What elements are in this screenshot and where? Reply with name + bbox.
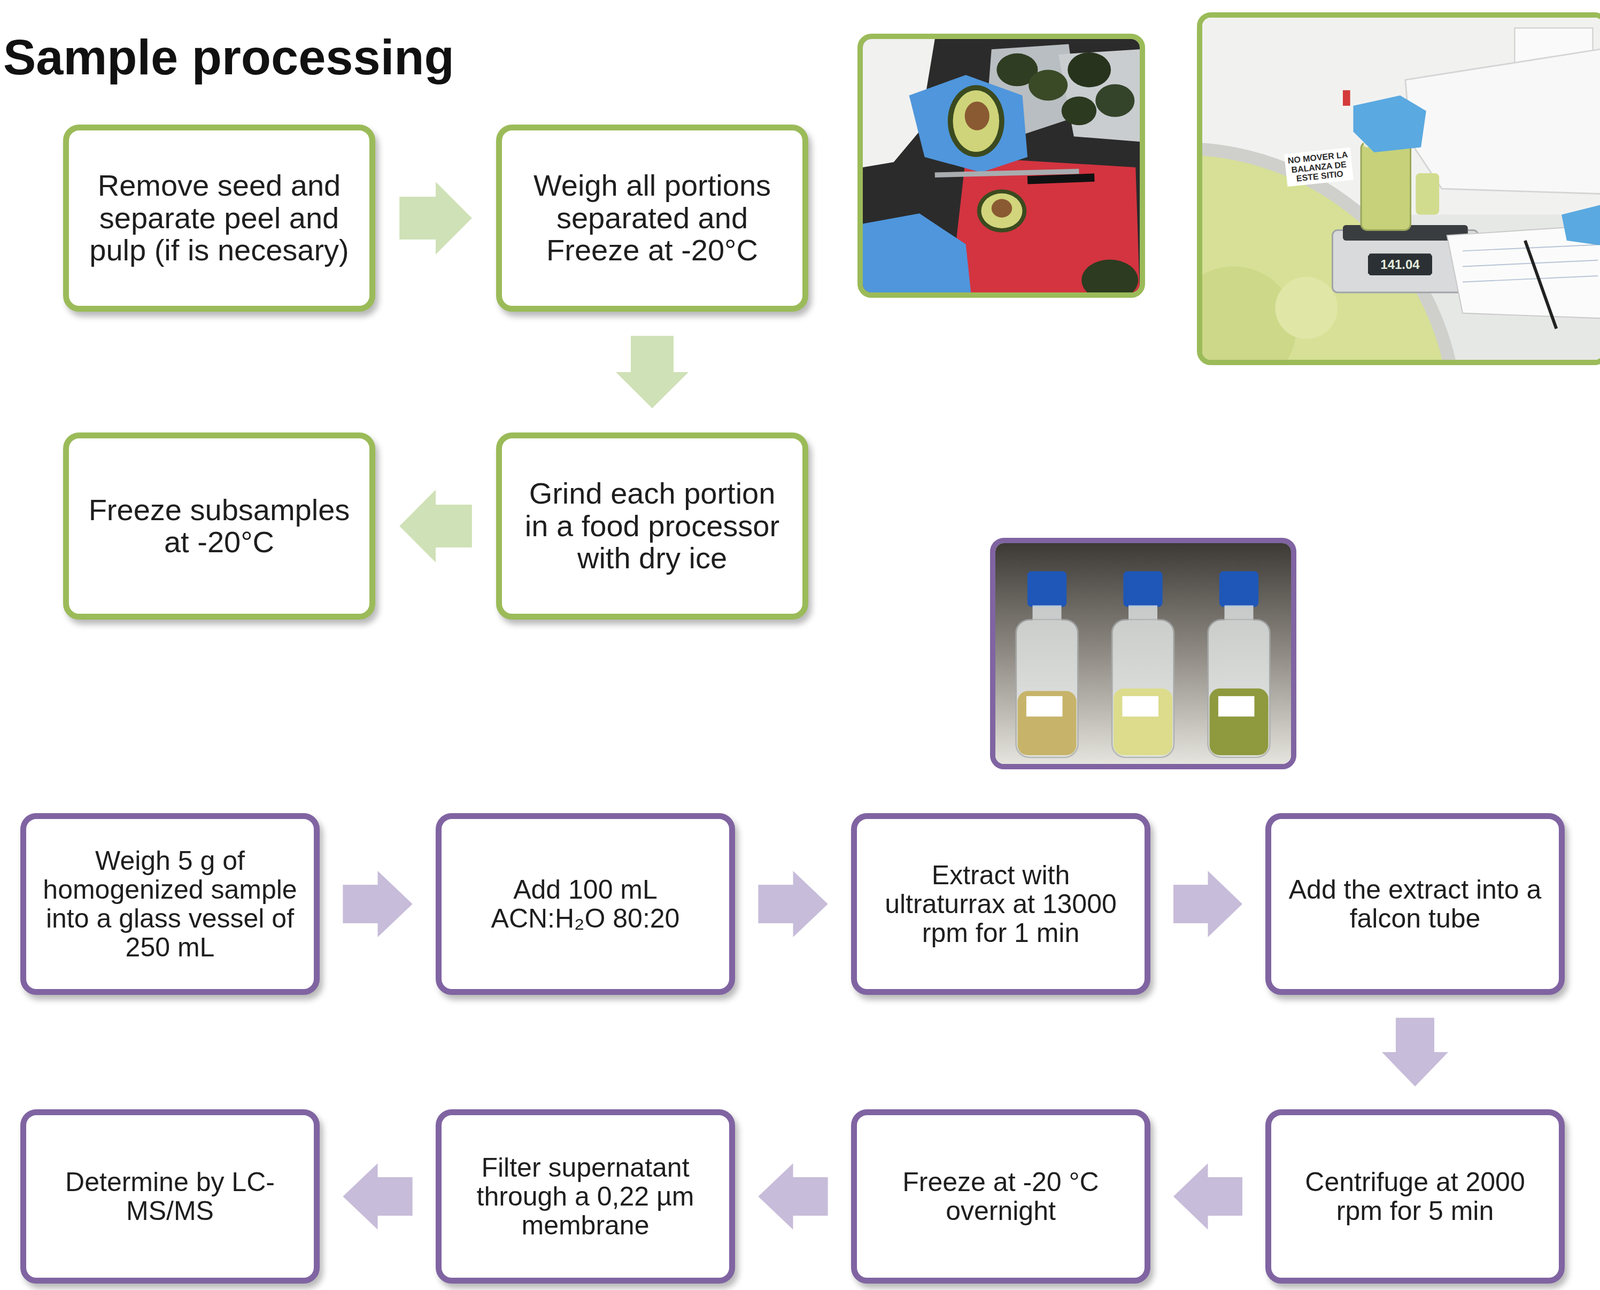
step-text: Grind each portion in a food processor w… — [514, 477, 790, 575]
bottle-part — [1113, 688, 1173, 756]
block-arrow — [1381, 1017, 1449, 1087]
wall-sign: NO MOVER LA BALANZA DE ESTE SITIO — [1284, 147, 1354, 187]
bottle-part — [1016, 619, 1079, 758]
bottle — [1111, 570, 1174, 757]
process-box: Freeze subsamples at -20°C — [63, 432, 376, 620]
weighing-illustration-part — [1462, 275, 1598, 283]
step-text: Weigh all portions separated and Freeze … — [514, 169, 790, 267]
extract-bottles-illustration — [995, 543, 1292, 764]
step-text: Freeze subsamples at -20°C — [81, 493, 357, 559]
avocado-cutting-illustration-part — [980, 193, 1023, 229]
bottle — [1208, 570, 1271, 757]
step-text: Remove seed and separate peel and pulp (… — [81, 169, 357, 267]
process-box: Centrifuge at 2000 rpm for 5 min — [1265, 1109, 1565, 1284]
block-arrow — [615, 335, 689, 409]
bottle-part — [1026, 696, 1063, 717]
process-box: Grind each portion in a food processor w… — [496, 432, 809, 620]
bottle-part — [1017, 691, 1077, 756]
weighing-illustration-part — [1361, 142, 1411, 231]
step-text: Weigh 5 g of homogenized sample into a g… — [39, 846, 301, 962]
avocado-cutting-illustration — [862, 39, 1140, 293]
process-box: Determine by LC-MS/MS — [20, 1109, 320, 1284]
avocado-cutting-illustration-part — [1095, 83, 1135, 117]
weighing-illustration-part — [1202, 155, 1450, 360]
scale-display: 141.04 — [1367, 255, 1433, 274]
avocado-cutting-illustration-part — [862, 213, 971, 293]
process-box: Add the extract into a falcon tube — [1265, 813, 1565, 995]
bottle-part — [1122, 696, 1159, 717]
avocado-cutting-illustration-part — [977, 189, 1027, 233]
process-box: Freeze at -20 °C overnight — [851, 1109, 1151, 1284]
bottle-part — [1218, 696, 1255, 717]
process-box: Filter supernatant through a 0,22 µm mem… — [435, 1109, 736, 1284]
bottle-part — [1032, 605, 1062, 621]
weighing-illustration-part — [1462, 244, 1598, 252]
weighing-illustration-part — [1525, 240, 1557, 329]
block-arrow — [758, 870, 828, 938]
step-text: Filter supernatant through a 0,22 µm mem… — [454, 1153, 717, 1240]
process-box: Extract with ultraturrax at 13000 rpm fo… — [851, 813, 1151, 995]
weighing-photo — [1196, 12, 1600, 366]
block-arrow — [1173, 870, 1243, 938]
bottle-part — [1111, 619, 1174, 758]
avocado-cutting-illustration-part — [952, 90, 1000, 152]
avocado-cutting-illustration-part — [909, 74, 1028, 173]
weighing-illustration — [1202, 17, 1600, 360]
avocado-cutting-illustration-part — [934, 171, 1080, 176]
diagram-title: Sample processing — [3, 27, 455, 87]
step-text: Freeze at -20 °C overnight — [869, 1167, 1132, 1226]
weighing-illustration-part — [1405, 48, 1600, 195]
avocado-cutting-illustration-part — [1081, 259, 1139, 293]
bottle-part — [1027, 570, 1067, 607]
avocado-cutting-illustration-part — [1058, 49, 1140, 142]
block-arrow — [399, 181, 473, 255]
avocado-cutting-illustration-part — [991, 198, 1013, 218]
bottle-part — [1209, 688, 1269, 756]
avocado-cutting-illustration-part — [964, 101, 990, 131]
step-text: Centrifuge at 2000 rpm for 5 min — [1284, 1167, 1547, 1226]
step-text: Extract with ultraturrax at 13000 rpm fo… — [869, 860, 1132, 948]
bottle-part — [1128, 605, 1158, 621]
step-text: Add 100 mL ACN:H₂O 80:20 — [454, 875, 717, 933]
avocado-cutting-illustration-part — [1067, 52, 1111, 88]
avocado-cutting-illustration-part — [862, 39, 1140, 293]
extract-bottles-illustration-part — [995, 543, 1292, 764]
block-arrow — [342, 1163, 413, 1230]
weighing-illustration-part — [1561, 204, 1600, 246]
weighing-illustration-part — [1353, 95, 1426, 153]
weighing-illustration-part — [1415, 173, 1440, 215]
bottle-part — [1208, 619, 1271, 758]
block-arrow — [342, 870, 413, 938]
avocado-cutting-illustration-part — [1061, 96, 1097, 126]
weighing-illustration-part — [1462, 260, 1598, 267]
bottle-part — [1123, 570, 1163, 607]
process-box: Add 100 mL ACN:H₂O 80:20 — [435, 813, 736, 995]
block-arrow — [1173, 1163, 1243, 1230]
bottle — [1016, 570, 1079, 757]
process-box: Weigh 5 g of homogenized sample into a g… — [20, 813, 320, 995]
bottle-part — [1219, 570, 1259, 607]
weighing-illustration-part — [1274, 276, 1338, 339]
process-box: Weigh all portions separated and Freeze … — [496, 124, 809, 312]
avocado-cutting-illustration-part — [1027, 177, 1095, 181]
block-arrow — [758, 1163, 828, 1230]
process-box: Remove seed and separate peel and pulp (… — [63, 124, 376, 312]
weighing-illustration-part — [1342, 90, 1351, 106]
block-arrow — [399, 489, 473, 563]
step-text: Add the extract into a falcon tube — [1284, 875, 1547, 933]
extract-bottles-photo — [990, 537, 1297, 770]
avocado-cutting-photo — [857, 33, 1146, 298]
bottle-part — [1224, 605, 1254, 621]
avocado-cutting-illustration-part — [947, 84, 1005, 157]
avocado-cutting-illustration-part — [1028, 70, 1068, 102]
step-text: Determine by LC-MS/MS — [39, 1167, 301, 1226]
